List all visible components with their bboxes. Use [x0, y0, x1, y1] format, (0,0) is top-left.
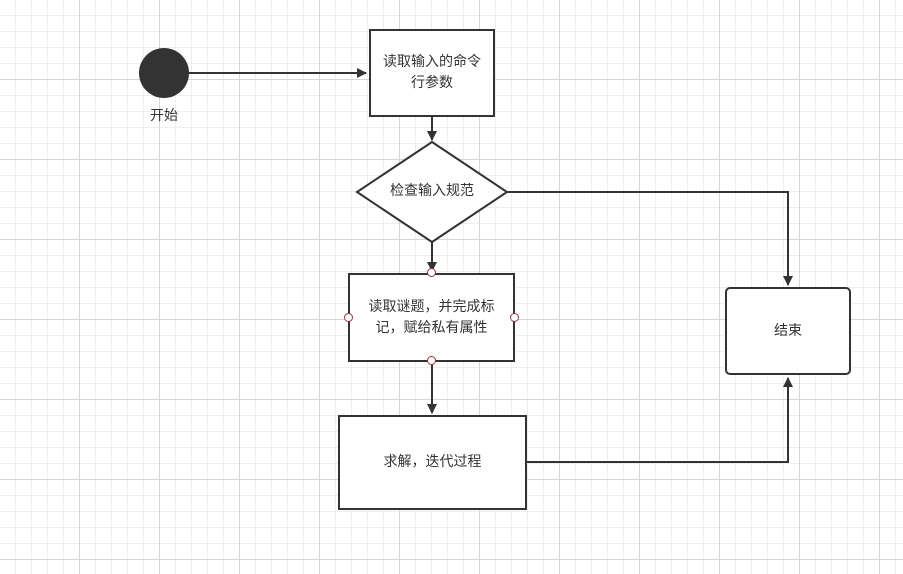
read-puzzle-node[interactable]: 读取谜题，并完成标记，赋给私有属性 — [348, 273, 515, 362]
read-puzzle-label: 读取谜题，并完成标记，赋给私有属性 — [368, 298, 495, 336]
end-label: 结束 — [774, 322, 802, 339]
check-input-label: 检查输入规范 — [390, 183, 474, 199]
start-label: 开始 — [150, 108, 178, 124]
selection-handle-top[interactable] — [427, 268, 436, 277]
solve-node[interactable]: 求解，迭代过程 — [338, 415, 527, 510]
selection-handle-right[interactable] — [510, 313, 519, 322]
read-args-node[interactable]: 读取输入的命令行参数 — [369, 29, 495, 117]
edge-check-input-to-end — [507, 191, 793, 286]
read-args-label: 读取输入的命令行参数 — [383, 54, 481, 91]
selection-handle-bottom[interactable] — [427, 356, 436, 365]
edge-solve-to-end — [526, 377, 793, 463]
end-node[interactable]: 结束 — [725, 287, 851, 375]
start-node[interactable] — [139, 48, 189, 98]
solve-label: 求解，迭代过程 — [383, 454, 482, 470]
selection-handle-left[interactable] — [344, 313, 353, 322]
